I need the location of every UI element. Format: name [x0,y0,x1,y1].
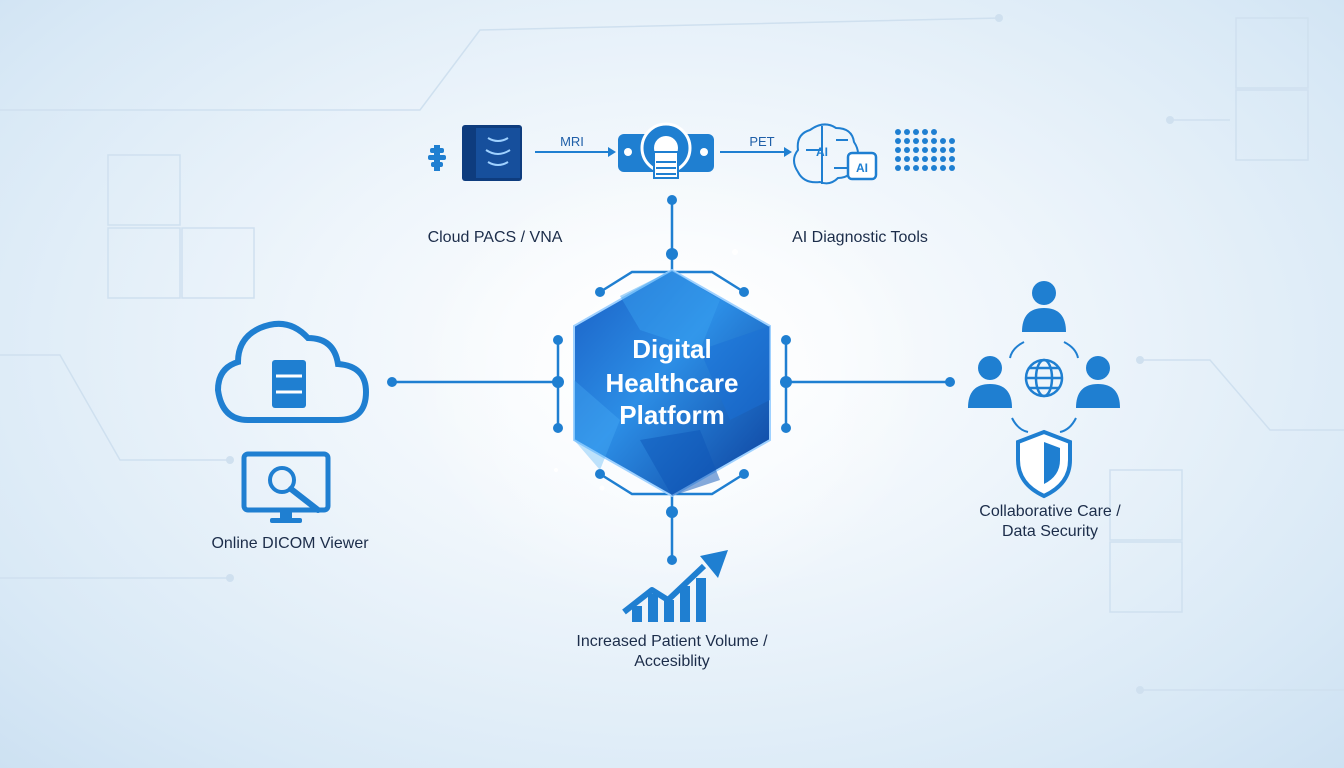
grid-dot [940,147,946,153]
data-dots-icon [895,129,955,171]
grid-dot [949,138,955,144]
grid-dot [895,156,901,162]
background-dots [226,14,1174,694]
sparkles [554,249,738,491]
grid-dot [913,138,919,144]
grid-dot [904,156,910,162]
security-shield-icon [1016,429,1072,499]
xray-film-icon [462,125,522,181]
collab-label-line2: Data Security [1001,523,1099,540]
ai-chip-icon: AI [846,151,878,181]
patient-label-line2: Accesiblity [634,653,710,670]
center-title-line3: Platform [619,400,724,430]
center-title-line2: Healthcare [606,368,739,398]
connector-nodes [387,195,955,565]
collaboration-users-icon [968,281,1120,408]
grid-dot [931,165,937,171]
center-title-line1: Digital [632,334,711,364]
grid-dot [922,129,928,135]
grid-dot [922,165,928,171]
grid-dot [940,156,946,162]
growth-chart-icon [622,550,728,622]
grid-dot [895,129,901,135]
ai-tools-label: AI Diagnostic Tools [792,229,928,246]
grid-dot [895,147,901,153]
grid-dot [895,165,901,171]
arrow-head-1 [608,147,616,157]
globe-icon [1024,358,1064,398]
collab-label-line1: Collaborative Care / [979,503,1121,520]
mri-label: MRI [560,134,584,149]
background-decor [0,17,1344,691]
grid-dot [949,156,955,162]
grid-dot [895,138,901,144]
cloud-pacs-label: Cloud PACS / VNA [427,229,563,246]
mri-scanner-icon [618,122,714,179]
grid-dot [931,138,937,144]
grid-dot [949,165,955,171]
grid-dot [931,129,937,135]
grid-dot [913,165,919,171]
ai-chip-label-1: AI [816,145,828,159]
spine-icon [428,145,446,171]
grid-dot [922,156,928,162]
ai-chip-label-2: AI [856,161,868,175]
grid-dot [904,138,910,144]
ai-brain-icon: AI [793,123,859,185]
pet-label: PET [749,134,774,149]
sync-arrows-icon [1009,341,1079,433]
grid-dot [922,147,928,153]
grid-dot [922,138,928,144]
grid-dot [940,165,946,171]
grid-dot [904,165,910,171]
grid-dot [931,156,937,162]
grid-dot [904,129,910,135]
grid-dot [931,147,937,153]
cloud-storage-icon [214,320,370,423]
platform-hexagon: Digital Healthcare Platform [573,268,771,498]
dicom-viewer-monitor-icon [241,451,331,523]
grid-dot [904,147,910,153]
grid-dot [913,129,919,135]
patient-label-line1: Increased Patient Volume / [576,633,768,650]
grid-dot [940,138,946,144]
arrow-head-2 [784,147,792,157]
grid-dot [949,147,955,153]
dicom-viewer-label: Online DICOM Viewer [211,535,369,552]
grid-dot [913,147,919,153]
grid-dot [913,156,919,162]
